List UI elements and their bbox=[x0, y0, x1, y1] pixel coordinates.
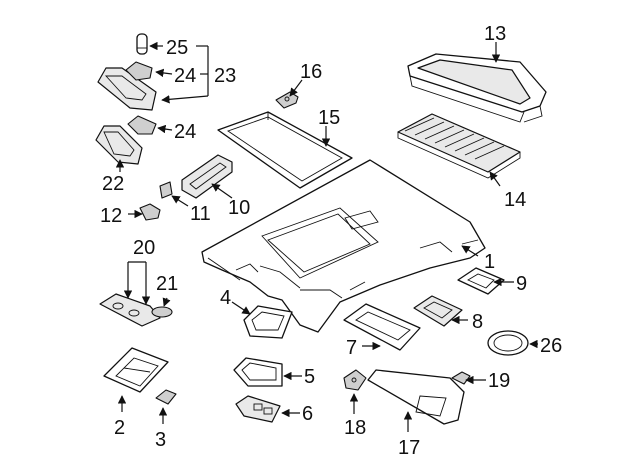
frame-part-9 bbox=[457, 267, 505, 295]
callout-8: 8 bbox=[472, 311, 483, 333]
connector-part-3 bbox=[155, 389, 177, 405]
callout-23: 23 bbox=[214, 65, 236, 87]
bulb-part-24-lower bbox=[127, 115, 157, 135]
callout-26: 26 bbox=[540, 335, 562, 357]
handle-part-10 bbox=[181, 154, 233, 199]
callout-5: 5 bbox=[304, 366, 315, 388]
callout-4: 4 bbox=[220, 287, 231, 309]
sun-visor-part-17 bbox=[367, 369, 465, 425]
bezel-part-4 bbox=[243, 305, 293, 339]
callout-12: 12 bbox=[100, 205, 122, 227]
callout-9: 9 bbox=[516, 273, 527, 295]
callout-15: 15 bbox=[318, 107, 340, 129]
lens-part-5 bbox=[233, 357, 283, 387]
headliner-part-1 bbox=[201, 159, 486, 333]
sunroof-panel-part-15 bbox=[217, 111, 353, 189]
sunroof-frame-part-7 bbox=[343, 303, 421, 351]
callout-1: 1 bbox=[484, 251, 495, 273]
bulb-part-25 bbox=[136, 33, 148, 55]
lamp-assembly-part-23 bbox=[97, 67, 157, 111]
callout-11: 11 bbox=[190, 203, 211, 225]
callout-24-upper: 24 bbox=[174, 65, 196, 87]
frame-part-8 bbox=[413, 295, 463, 327]
visor-clip-part-18 bbox=[343, 369, 367, 391]
callout-25: 25 bbox=[166, 37, 188, 59]
callout-2: 2 bbox=[114, 417, 125, 439]
callout-10: 10 bbox=[228, 197, 250, 219]
callout-13: 13 bbox=[484, 23, 506, 45]
ring-part-26 bbox=[487, 330, 529, 356]
panel-part-14 bbox=[397, 113, 521, 179]
callout-24-lower: 24 bbox=[174, 121, 196, 143]
callout-20: 20 bbox=[133, 237, 155, 259]
callout-6: 6 bbox=[302, 403, 313, 425]
callout-16: 16 bbox=[300, 61, 322, 83]
bracket-part-2 bbox=[103, 347, 169, 393]
rear-shelf-part-13 bbox=[407, 53, 547, 123]
callout-18: 18 bbox=[344, 417, 366, 439]
clip-part-12 bbox=[139, 203, 161, 221]
lens-part-21 bbox=[151, 306, 173, 318]
bracket-part-11 bbox=[159, 181, 173, 199]
callout-labels: 1 2 3 4 5 6 7 8 9 10 11 12 13 14 15 16 1… bbox=[100, 23, 562, 459]
callout-21: 21 bbox=[156, 273, 178, 295]
callout-3: 3 bbox=[155, 429, 166, 451]
switch-part-6 bbox=[235, 395, 281, 423]
clip-part-16 bbox=[275, 91, 299, 109]
callout-7: 7 bbox=[346, 337, 357, 359]
bulb-part-24-upper bbox=[125, 61, 153, 81]
callout-17: 17 bbox=[398, 437, 420, 459]
console-part-20 bbox=[99, 293, 161, 327]
leader-lines bbox=[115, 41, 538, 432]
callout-22: 22 bbox=[102, 173, 124, 195]
callout-19: 19 bbox=[488, 370, 510, 392]
callout-14: 14 bbox=[504, 189, 526, 211]
